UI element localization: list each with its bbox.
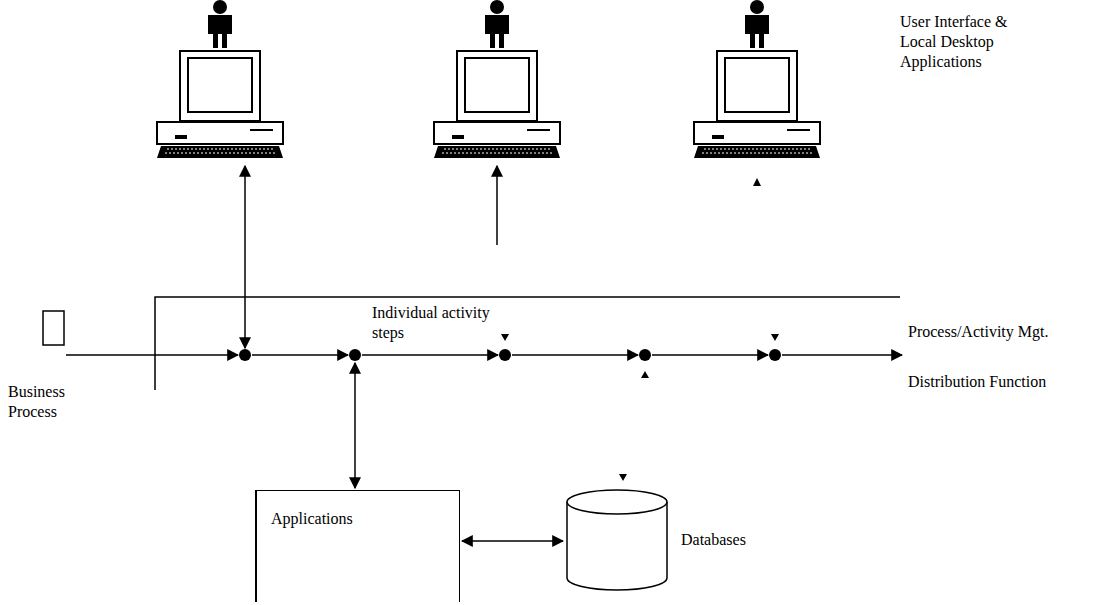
user-link (496, 166, 498, 245)
database-cylinder: Databases (565, 488, 755, 592)
connector-arrow (462, 540, 563, 542)
flow-line (512, 354, 638, 356)
flow-line (362, 354, 498, 356)
node-text: Databases (681, 530, 755, 550)
cylinder-outline (565, 488, 669, 592)
user-icon (485, 0, 509, 48)
activity-step (639, 349, 651, 361)
node-text: Applications (271, 509, 449, 529)
flow-line (652, 354, 768, 356)
activity-step (769, 349, 781, 361)
tick-mark (641, 371, 649, 378)
application-link (354, 363, 356, 488)
activity-step (499, 349, 511, 361)
computer-icon (434, 51, 560, 158)
activity-step (239, 349, 251, 361)
function-label: Distribution Function (908, 372, 1108, 392)
tick-mark (619, 474, 627, 481)
process-band (155, 297, 900, 390)
flow-line (252, 354, 348, 356)
user-icon (208, 0, 232, 48)
step-label: Individual activity steps (372, 303, 498, 343)
application-box: Applications (255, 490, 460, 602)
function-label: Process/Activity Mgt. (908, 322, 1108, 342)
flow-line (66, 354, 238, 356)
tick-mark (771, 334, 779, 341)
activity-step (349, 349, 361, 361)
computer-icon (694, 51, 820, 158)
tick-mark (501, 334, 509, 341)
flow-line (782, 354, 902, 356)
layer-label: User Interface & Local Desktop Applicati… (900, 12, 1030, 72)
user-link (244, 166, 246, 348)
user-icon (745, 0, 769, 48)
node-text: Business Process (8, 382, 88, 422)
tick-mark (753, 178, 761, 186)
computer-icon (157, 51, 283, 158)
document-node: Business Process (8, 310, 98, 422)
document-icon (42, 310, 72, 348)
